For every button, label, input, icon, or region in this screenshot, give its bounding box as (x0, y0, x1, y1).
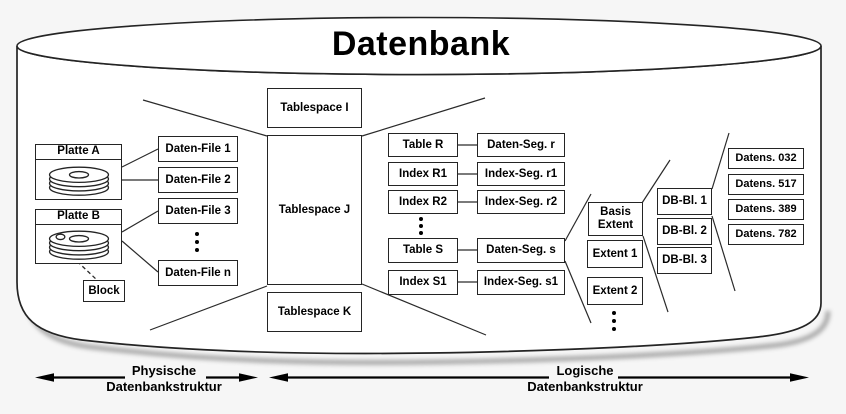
logical-structure-line2: Datenbankstruktur (527, 379, 643, 394)
logical-structure-line1: Logische (556, 363, 614, 378)
cylinder-top-ellipse (16, 16, 822, 76)
daten-file-box-1: Daten-File 1 (158, 136, 238, 162)
record-box-389: Datens. 389 (728, 199, 804, 220)
db-block-3-box: DB-Bl. 3 (657, 247, 712, 274)
index-s1-box: Index S1 (388, 270, 458, 295)
disk-platte-b-label: Platte B (36, 210, 121, 225)
index-seg-s1-box: Index-Seg. s1 (477, 270, 565, 295)
cylinder-shadow (22, 286, 831, 366)
daten-seg-s-box: Daten-Seg. s (477, 238, 565, 263)
physical-structure-line1: Physische (131, 363, 197, 378)
db-block-2-box: DB-Bl. 2 (657, 218, 712, 245)
physical-structure-line2: Datenbankstruktur (106, 379, 222, 394)
object-segment-connectors (458, 144, 477, 283)
disk-icon (48, 166, 109, 196)
fan-lines (142, 97, 736, 336)
tablespace-box-j: Tablespace J (267, 135, 362, 285)
index-seg-r2-box: Index-Seg. r2 (477, 190, 565, 214)
disk-platte-b-body (36, 225, 121, 263)
block-box: Block (83, 280, 125, 302)
extent-1-box: Extent 1 (587, 240, 643, 268)
table-s-box: Table S (388, 238, 458, 263)
tablespace-box-i: Tablespace I (267, 88, 362, 128)
physical-structure-label: Physische Datenbankstruktur (89, 363, 239, 395)
record-box-032: Datens. 032 (728, 148, 804, 169)
record-box-782: Datens. 782 (728, 224, 804, 245)
daten-seg-r-box: Daten-Seg. r (477, 133, 565, 157)
table-r-box: Table R (388, 133, 458, 157)
db-block-1-box: DB-Bl. 1 (657, 188, 712, 215)
physical-range-arrow (35, 373, 258, 382)
basis-extent-box: Basis Extent (588, 202, 643, 236)
extent-2-box: Extent 2 (587, 277, 643, 305)
daten-file-box-3: Daten-File 3 (158, 198, 238, 224)
disk-file-connectors (121, 148, 159, 273)
disk-icon (48, 230, 109, 260)
disk-platte-b: Platte B (35, 209, 122, 264)
disk-platte-a-body (36, 160, 121, 199)
logical-range-arrow (269, 373, 809, 382)
block-marker-icon (54, 233, 66, 241)
daten-file-box-2: Daten-File 2 (158, 167, 238, 193)
disk-platte-a: Platte A (35, 144, 122, 200)
logical-structure-label: Logische Datenbankstruktur (510, 363, 660, 395)
index-r1-box: Index R1 (388, 162, 458, 186)
index-seg-r1-box: Index-Seg. r1 (477, 162, 565, 186)
record-box-517: Datens. 517 (728, 174, 804, 195)
ellipsis-dots (195, 217, 616, 331)
tablespace-box-k: Tablespace K (267, 292, 362, 332)
disk-platte-a-label: Platte A (36, 145, 121, 160)
page-title: Datenbank (331, 25, 511, 63)
index-r2-box: Index R2 (388, 190, 458, 214)
daten-file-box-n: Daten-File n (158, 260, 238, 286)
